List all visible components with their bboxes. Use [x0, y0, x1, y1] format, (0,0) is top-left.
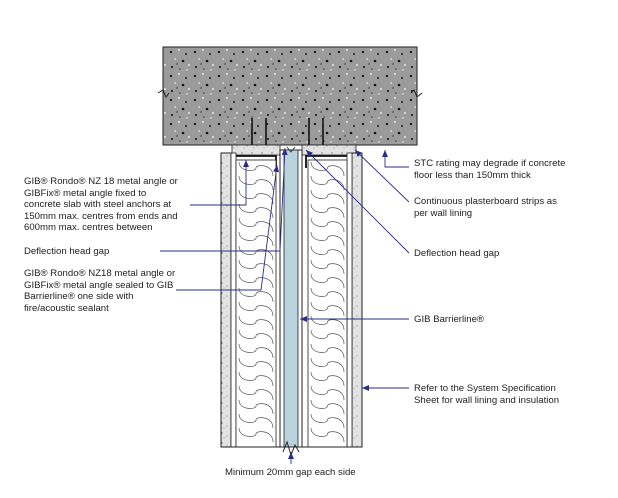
insulation-left: [235, 159, 277, 448]
right-wall-lining: [346, 152, 363, 448]
left-wall-lining: [220, 152, 237, 448]
insulation-right: [307, 159, 348, 448]
leader-lines: [160, 147, 410, 464]
label-deflection-head-gap-left: Deflection head gap: [24, 246, 110, 257]
label-deflection-head-gap-right: Deflection head gap: [414, 248, 500, 259]
label-stc-rating: STC rating may degrade if concrete floor…: [414, 158, 566, 181]
label-system-specification: Refer to the System Specification Sheet …: [414, 383, 560, 406]
label-metal-angle-fixed: GIB® Rondo® NZ 18 metal angle or GIBFix®…: [24, 176, 178, 234]
label-minimum-gap: Minimum 20mm gap each side: [225, 467, 356, 478]
label-plasterboard-strips: Continuous plasterboard strips as per wa…: [414, 196, 557, 219]
label-gib-barrierline: GIB Barrierline®: [414, 314, 484, 325]
concrete-slab: [157, 46, 423, 146]
label-metal-angle-sealed: GIB® Rondo® NZ18 metal angle or GIBFix® …: [24, 268, 176, 314]
